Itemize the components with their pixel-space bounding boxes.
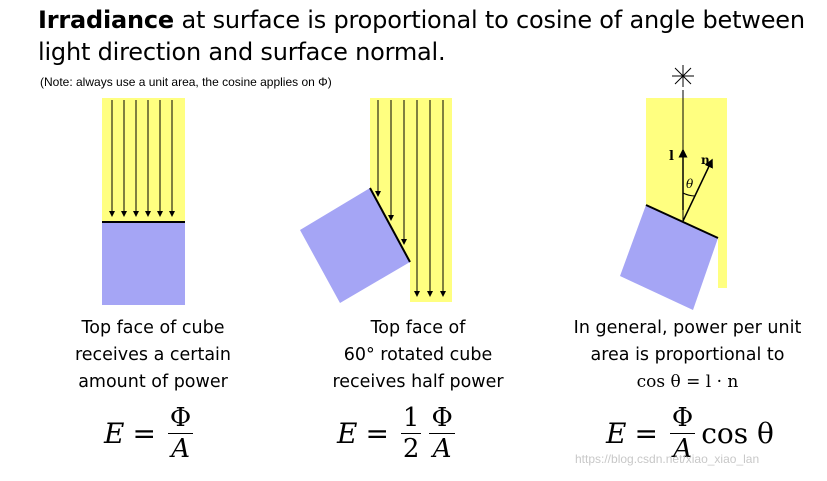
- cube-face-2: [300, 188, 410, 303]
- caption-panel-2: Top face of 60° rotated cube receives ha…: [332, 318, 504, 392]
- surface-line-2: [369, 187, 411, 263]
- formula-panel-2: E = 1 2 Φ A: [337, 403, 455, 464]
- panel-3-diagram: l n θ: [620, 65, 727, 310]
- formula-panel-3: E = Φ A cos θ: [606, 403, 774, 464]
- title-bold: Irradiance: [38, 6, 174, 34]
- surface-line-3: [645, 204, 719, 239]
- light-band-1: [102, 98, 185, 222]
- caption-panel-1: Top face of cube receives a certain amou…: [74, 318, 232, 392]
- note-text: (Note: always use a unit area, the cosin…: [40, 75, 332, 89]
- light-rays-1: [109, 100, 175, 217]
- cube-face-1: [102, 222, 185, 305]
- normal-vector-label: n: [701, 153, 710, 167]
- light-band-3: [646, 98, 727, 288]
- angle-label: θ: [686, 177, 694, 191]
- slide-title: Irradiance at surface is proportional to…: [38, 4, 808, 68]
- panel-2-diagram: [300, 98, 452, 303]
- panel-1-diagram: [102, 98, 185, 305]
- angle-arc: [682, 192, 696, 197]
- caption-panel-3: In general, power per unit area is propo…: [573, 318, 802, 392]
- fraction-one-half: 1 2: [400, 403, 422, 464]
- light-rays-2: [375, 100, 446, 297]
- normal-vector-arrow: [682, 158, 713, 222]
- sun-icon: [672, 65, 694, 87]
- fraction-phi-over-a: Φ A: [429, 403, 455, 464]
- fraction-phi-over-a: Φ A: [669, 403, 696, 464]
- fraction-phi-over-a: Φ A: [167, 403, 194, 464]
- title-rest: at surface is proportional to cosine of …: [38, 6, 805, 66]
- cube-face-3: [620, 205, 718, 310]
- light-vector-label: l: [669, 149, 674, 164]
- formula-panel-1: E = Φ A: [104, 403, 194, 464]
- watermark-text: https://blog.csdn.net/xiao_xiao_lan: [575, 452, 760, 466]
